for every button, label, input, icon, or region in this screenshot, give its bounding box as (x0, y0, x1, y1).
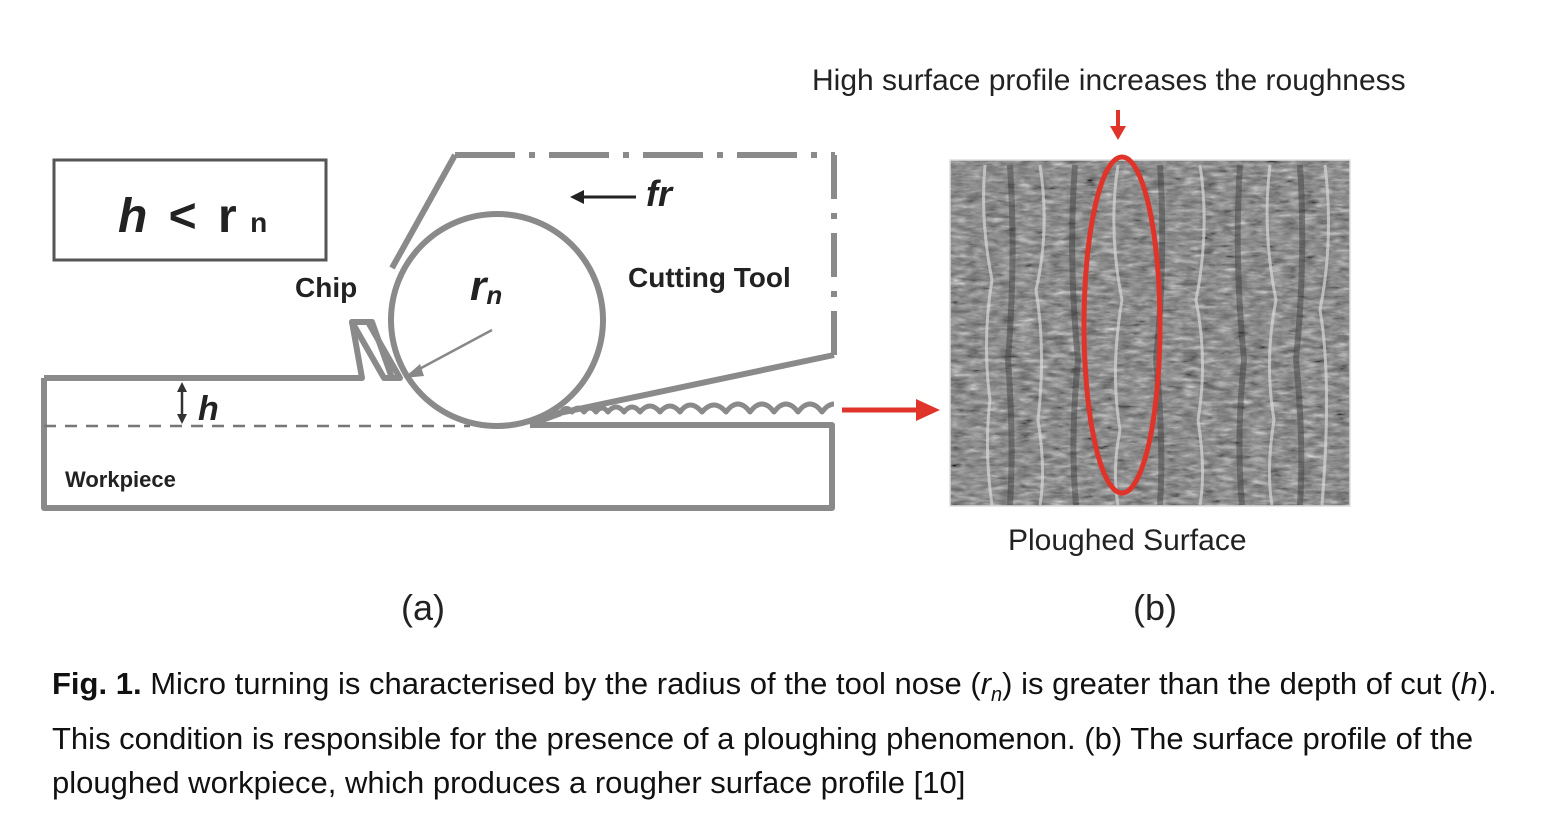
caption-part1: Micro turning is characterised by the ra… (141, 666, 981, 701)
condition-r: r (218, 190, 237, 243)
chip-label: Chip (295, 272, 357, 303)
workpiece-label: Workpiece (65, 467, 176, 492)
radius-arrow-head (404, 364, 424, 378)
condition-text: h < r n (118, 190, 267, 243)
connector-arrow-head (916, 399, 940, 421)
cutting-tool-label: Cutting Tool (628, 262, 791, 293)
caption-part2: ) is greater than the depth of cut ( (1002, 666, 1461, 701)
ploughed-surface-scallops (529, 401, 835, 428)
annotation-text: High surface profile increases the rough… (812, 64, 1406, 97)
condition-n: n (250, 207, 267, 238)
cutting-tool-outline (389, 153, 458, 270)
radius-arrow (409, 328, 493, 376)
feed-label: fr (646, 173, 674, 214)
figure-caption: Fig. 1. Micro turning is characterised b… (52, 662, 1502, 805)
panel-b-label: (b) (1133, 587, 1177, 628)
annotation-arrow-head (1110, 126, 1126, 140)
roughness-highlight-ellipse (1081, 154, 1163, 496)
condition-lt: < (169, 190, 197, 243)
depth-label: h (198, 390, 219, 428)
caption-h: h (1460, 666, 1478, 701)
chip-shape (349, 319, 403, 381)
depth-arrow-head-down (177, 414, 187, 424)
depth-arrow-head-up (177, 382, 187, 392)
caption-part3: ). This condition is responsible for the… (52, 666, 1497, 801)
radius-label: rn (470, 262, 502, 310)
sem-image-border (949, 159, 1351, 507)
condition-box (52, 158, 328, 262)
feed-arrow-head (570, 190, 584, 204)
sem-image (950, 160, 1350, 506)
caption-rn-n: n (991, 684, 1003, 707)
ploughed-surface-label: Ploughed Surface (1008, 524, 1247, 557)
tool-nose-circle (388, 211, 606, 429)
caption-fig-label: Fig. 1. (52, 666, 142, 701)
condition-h: h (118, 190, 147, 243)
caption-rn-r: r (980, 666, 992, 701)
panel-a-label: (a) (401, 587, 445, 628)
